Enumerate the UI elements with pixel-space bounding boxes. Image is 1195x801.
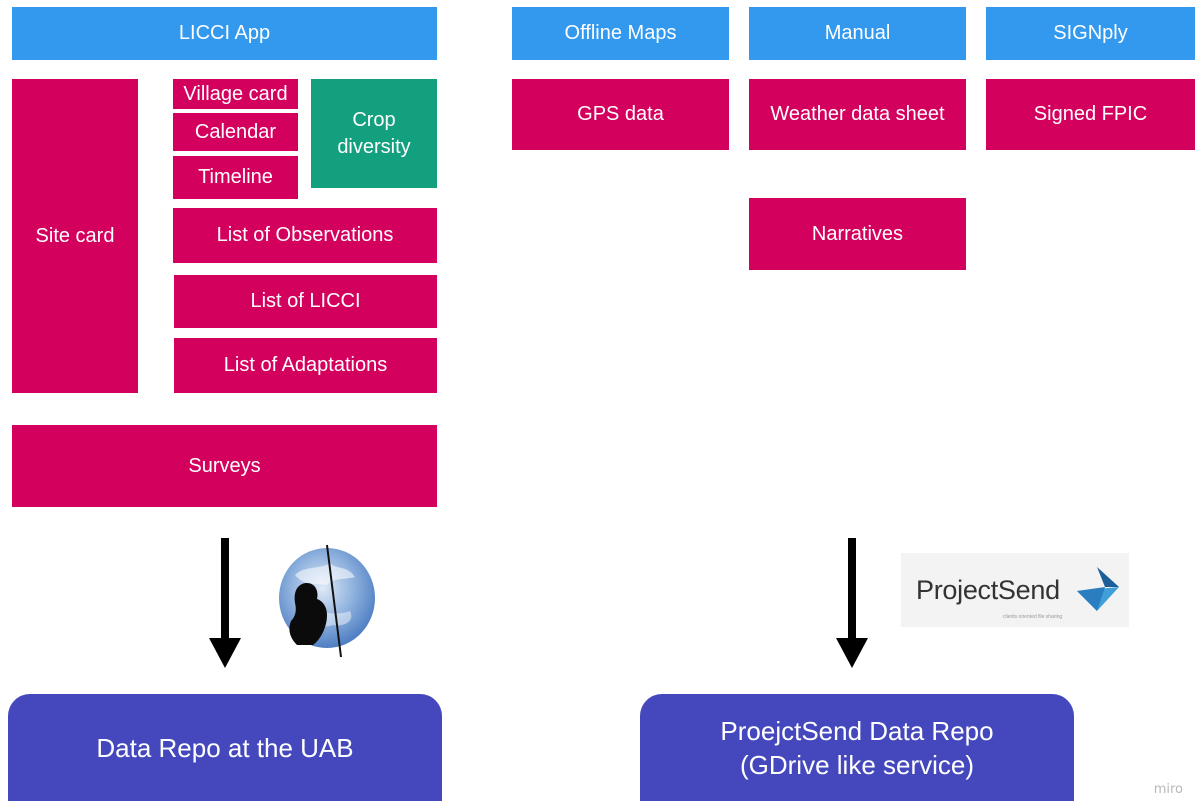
down-arrow-right [836, 538, 868, 668]
gps-data-box: GPS data [512, 79, 729, 150]
weather-data-sheet-box: Weather data sheet [749, 79, 966, 150]
village-card-box: Village card [173, 79, 298, 109]
projectsend-repo-line-1: ProejctSend Data Repo [720, 715, 994, 746]
projectsend-repo-line-2: (GDrive like service) [739, 749, 975, 780]
signply-box: SIGNply [986, 7, 1195, 60]
licci-globe-logo [279, 544, 375, 658]
surveys-box: Surveys [12, 425, 437, 507]
site-card-box: Site card [12, 79, 138, 393]
projectsend-logo-text: ProjectSend [916, 574, 1060, 605]
projectsend-data-repo-box: ProejctSend Data Repo (GDrive like servi… [640, 694, 1074, 801]
list-of-adaptations-box: List of Adaptations [174, 338, 437, 393]
narratives-box: Narratives [749, 198, 966, 270]
projectsend-tagline: clients oriented file sharing [1003, 614, 1063, 620]
licci-app-box: LICCI App [12, 7, 437, 60]
timeline-box: Timeline [173, 156, 298, 199]
projectsend-mark-icon [1077, 567, 1119, 611]
calendar-box: Calendar [173, 113, 298, 151]
manual-box: Manual [749, 7, 966, 60]
list-of-observations-box: List of Observations [173, 208, 437, 263]
list-of-licci-box: List of LICCI [174, 275, 437, 328]
offline-maps-box: Offline Maps [512, 7, 729, 60]
miro-watermark: miro [1153, 782, 1183, 797]
signed-fpic-box: Signed FPIC [986, 79, 1195, 150]
uab-data-repo-label: Data Repo at the UAB [96, 732, 354, 763]
crop-diversity-box: Crop diversity [311, 79, 437, 188]
down-arrow-left [209, 538, 241, 668]
uab-data-repo-box: Data Repo at the UAB [8, 694, 442, 801]
